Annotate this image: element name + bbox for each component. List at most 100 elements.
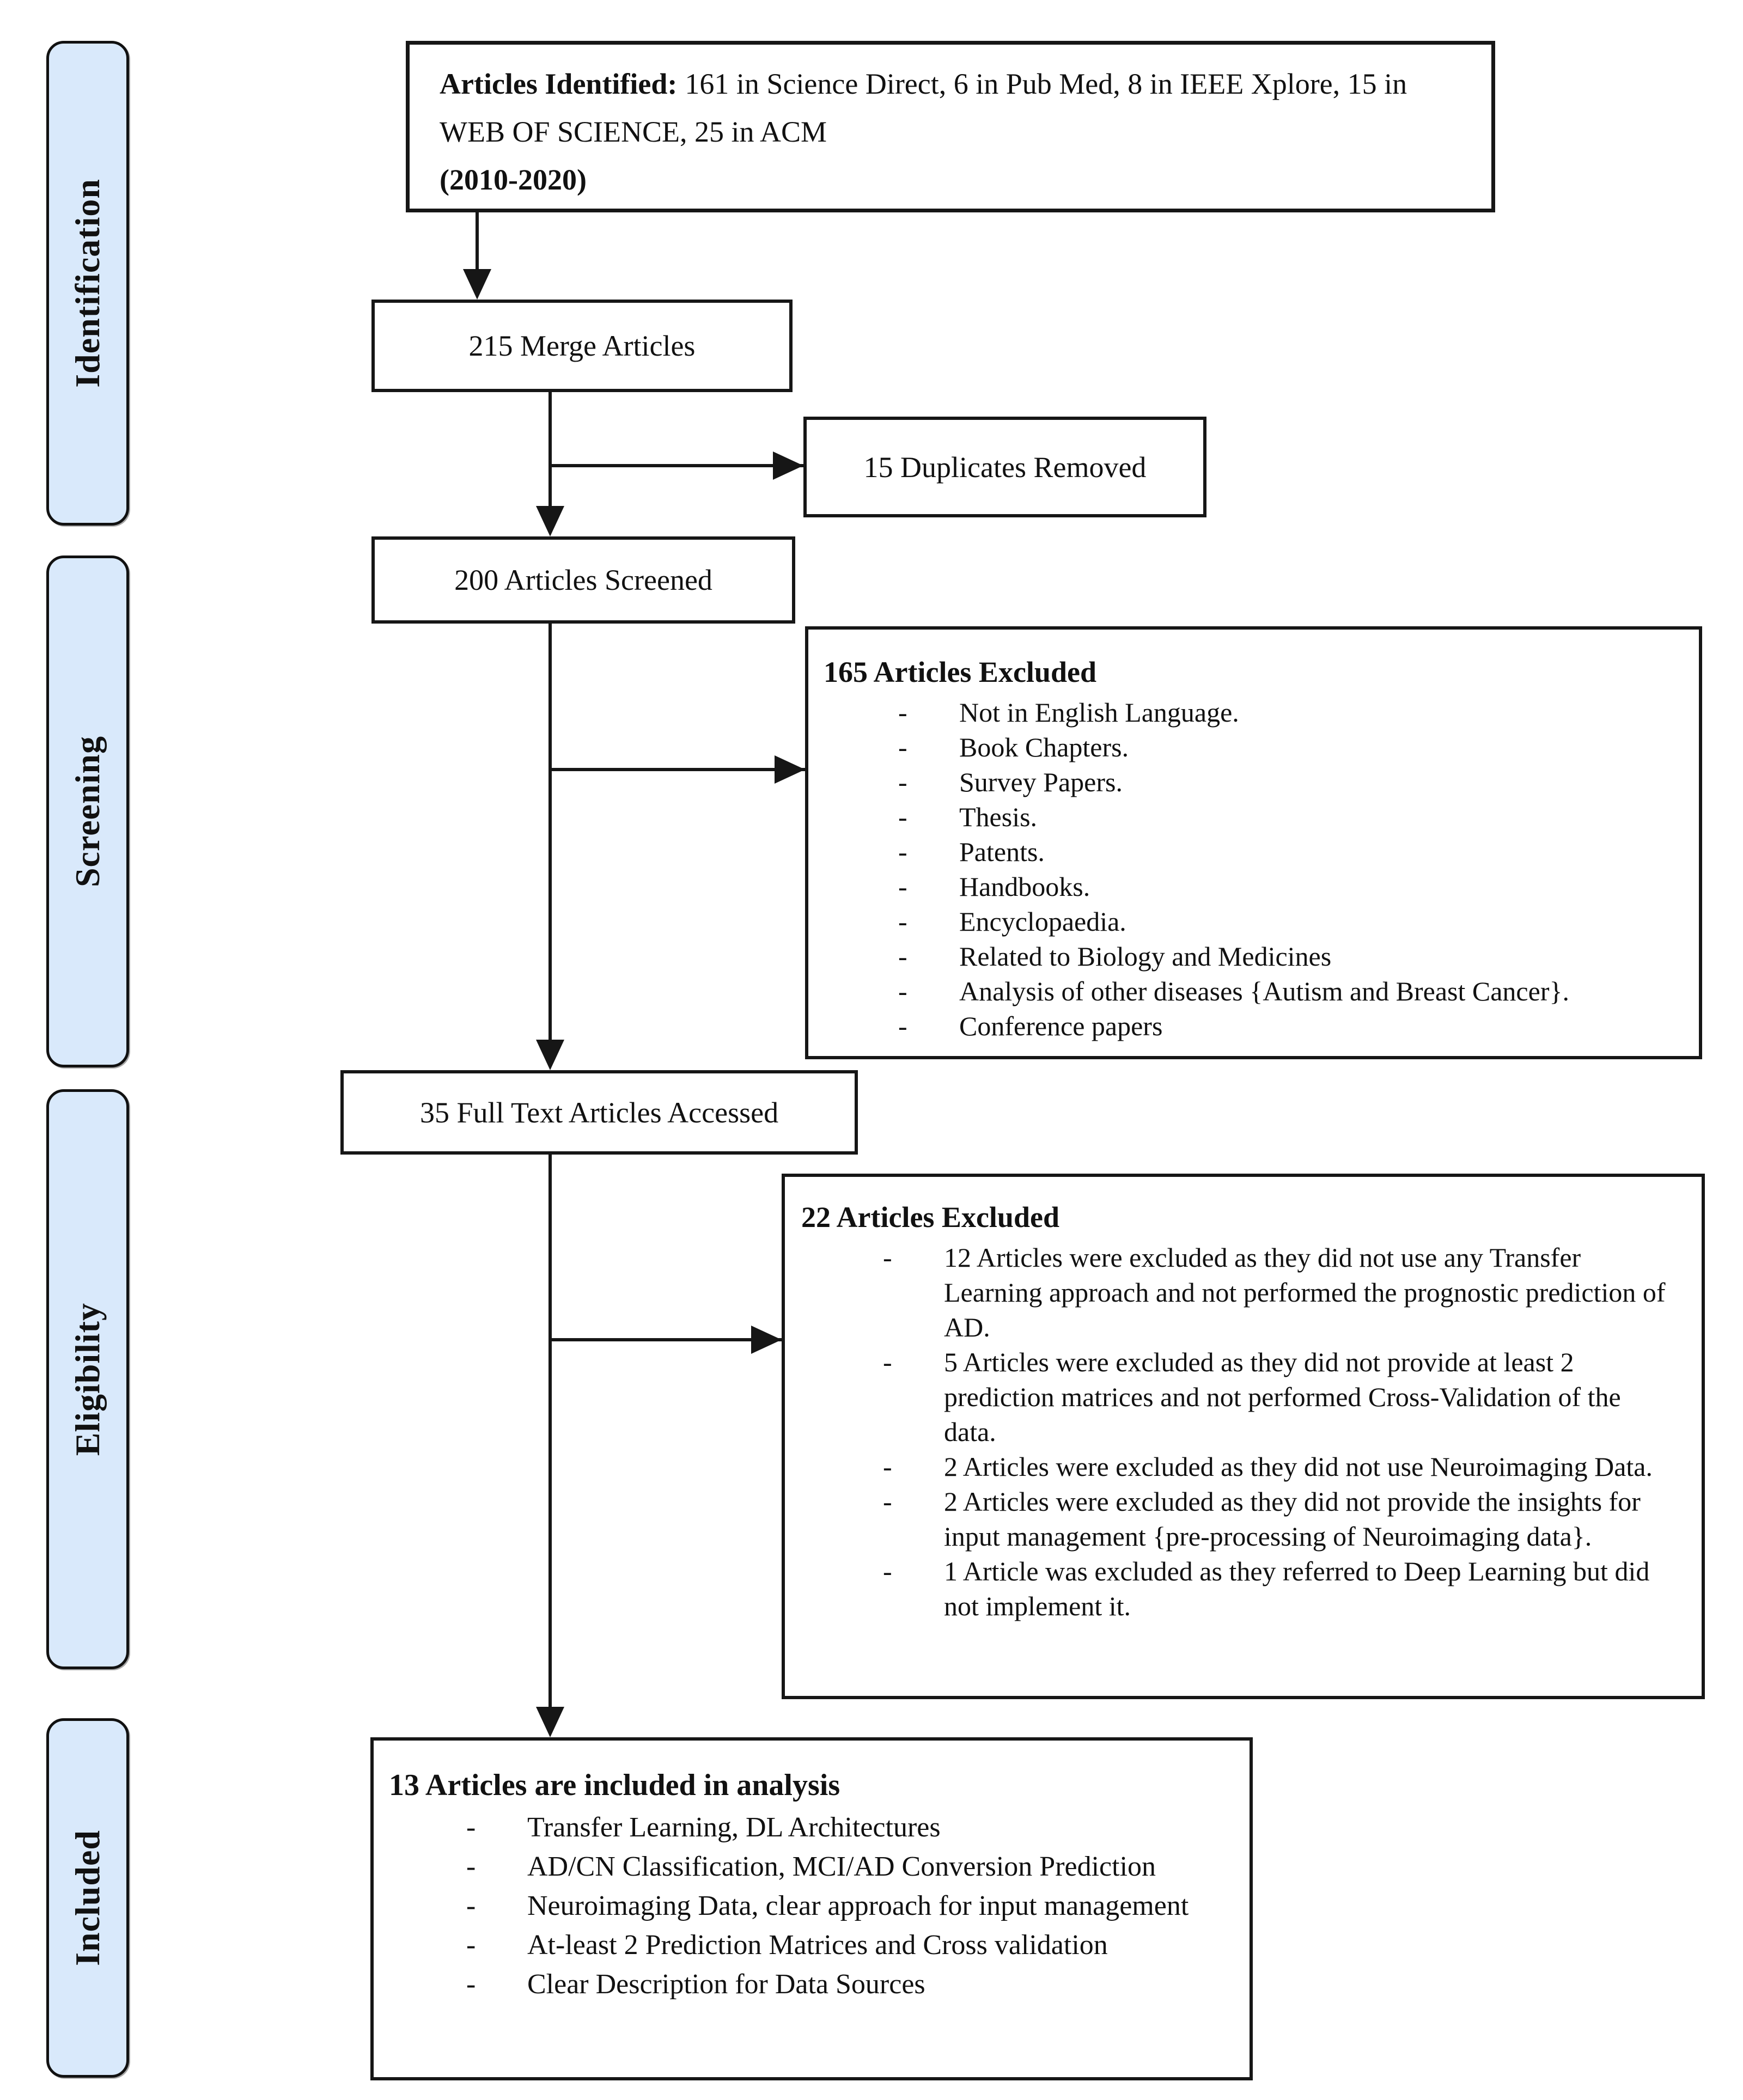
list-item-text: Not in English Language. — [959, 697, 1239, 728]
list-item-text: 2 Articles were excluded as they did not… — [944, 1451, 1653, 1482]
dash-bullet: - — [898, 906, 907, 937]
excluded-165-title: 165 Articles Excluded — [824, 656, 1096, 688]
list-item-text: Patents. — [959, 837, 1045, 867]
list-item: - Encyclopaedia. — [898, 904, 1683, 939]
list-item: - Neuroimaging Data, clear approach for i… — [466, 1887, 1228, 1926]
full-text-accessed-label: 35 Full Text Articles Accessed — [419, 1096, 779, 1129]
arrowhead-right-icon — [775, 755, 805, 784]
list-item: - Book Chapters. — [898, 730, 1683, 765]
list-item-text: Transfer Learning, DL Architectures — [527, 1812, 941, 1843]
list-item: - Handbooks. — [898, 869, 1683, 904]
list-item: -12 Articles were excluded as they did n… — [883, 1240, 1677, 1345]
dash-bullet: - — [883, 1486, 892, 1517]
list-item: - Analysis of other diseases {Autism and … — [898, 974, 1683, 1009]
list-item: - Transfer Learning, DL Architectures — [466, 1808, 1228, 1847]
dash-bullet: - — [466, 1890, 476, 1921]
included-analysis-box: 13 Articles are included in analysis - Tr… — [370, 1737, 1253, 2080]
list-item-text: Thesis. — [959, 802, 1038, 832]
dash-bullet: - — [898, 976, 907, 1006]
articles-identified-box: Articles Identified:161 in Science Direc… — [406, 41, 1495, 212]
list-item-text: 5 Articles were excluded as they did not… — [944, 1347, 1621, 1447]
dash-bullet: - — [466, 1969, 476, 2000]
list-item: - 2 Articles were excluded as they did no… — [883, 1449, 1677, 1484]
list-item-text: Conference papers — [959, 1011, 1163, 1041]
stage-eligibility: Eligibility — [46, 1089, 129, 1669]
articles-identified-years: (2010-2020) — [440, 163, 587, 196]
articles-screened-box: 200 Articles Screened — [371, 536, 795, 624]
arrowhead-right-icon — [773, 451, 803, 480]
list-item: - At-least 2 Prediction Matrices and Cros… — [466, 1926, 1228, 1965]
merged-articles-box: 215 Merge Articles — [371, 300, 793, 392]
dash-bullet: - — [883, 1347, 892, 1377]
excluded-22-box: 22 Articles Excluded - 12 Articles were e… — [782, 1174, 1705, 1699]
duplicates-removed-label: 15 Duplicates Removed — [863, 450, 1147, 484]
list-item: - Survey Papers. — [898, 765, 1683, 799]
stage-label: Screening — [68, 735, 107, 888]
list-item-text: 2 Articles were excluded as they did not… — [944, 1486, 1641, 1552]
list-item: - Clear Description for Data Sources — [466, 1965, 1228, 2004]
arrowhead-right-icon — [751, 1326, 782, 1354]
list-item: - 1 Article was excluded as they referred… — [883, 1554, 1677, 1623]
arrowhead-down-icon — [536, 1707, 564, 1737]
arrow-branch-to-excluded22 — [550, 1338, 782, 1341]
dash-bullet: - — [898, 732, 907, 762]
list-item-text: 12 Articles were excluded as they did no… — [944, 1242, 1666, 1342]
dash-bullet: - — [898, 1011, 907, 1041]
list-item: -AD/CN Classification, MCI/AD Conversion… — [466, 1847, 1228, 1887]
list-item-text: 1 Article was excluded as they referred … — [944, 1556, 1650, 1621]
excluded-22-title: 22 Articles Excluded — [801, 1201, 1059, 1234]
arrowhead-down-icon — [463, 269, 491, 300]
included-analysis-list: - Transfer Learning, DL Architectures -AD… — [389, 1808, 1228, 2004]
dash-bullet: - — [898, 697, 907, 728]
arrow-merged-to-screened — [549, 392, 552, 515]
list-item-text: Clear Description for Data Sources — [527, 1969, 925, 2000]
dash-bullet: - — [898, 802, 907, 832]
stage-label: Identification — [68, 179, 107, 388]
dash-bullet: - — [898, 871, 907, 902]
list-item-text: Book Chapters. — [959, 732, 1129, 762]
arrow-fulltext-to-included — [549, 1155, 552, 1716]
arrow-branch-to-duplicates — [550, 464, 803, 467]
list-item: - 5 Articles were excluded as they did no… — [883, 1345, 1677, 1449]
arrow-branch-to-excluded165 — [550, 768, 805, 771]
articles-identified-label: Articles Identified: — [440, 68, 678, 100]
stage-label: Included — [68, 1830, 107, 1966]
stage-included: Included — [46, 1718, 129, 2078]
stage-label: Eligibility — [68, 1302, 107, 1456]
list-item-text: Encyclopaedia. — [959, 906, 1126, 937]
list-item: - 2 Articles were excluded as they did no… — [883, 1484, 1677, 1554]
list-item-text: Related to Biology and Medicines — [959, 941, 1332, 972]
list-item: - Thesis. — [898, 799, 1683, 834]
list-item-text: Handbooks. — [959, 871, 1090, 902]
dash-bullet: - — [466, 1930, 476, 1961]
stage-screening: Screening — [46, 555, 129, 1067]
articles-identified-sources: 161 in Science Direct, 6 in Pub Med, 8 i… — [440, 68, 1407, 148]
dash-bullet: - — [883, 1556, 892, 1586]
dash-bullet: - — [898, 837, 907, 867]
dash-bullet: - — [898, 941, 907, 972]
arrowhead-down-icon — [536, 506, 564, 536]
included-analysis-title: 13 Articles are included in analysis — [389, 1768, 840, 1802]
merged-articles-label: 215 Merge Articles — [468, 329, 696, 362]
list-item: - Patents. — [898, 834, 1683, 869]
duplicates-removed-box: 15 Duplicates Removed — [803, 417, 1206, 517]
list-item-text: Analysis of other diseases {Autism and B… — [959, 976, 1569, 1006]
articles-screened-label: 200 Articles Screened — [454, 564, 712, 596]
dash-bullet: - — [883, 1451, 892, 1482]
arrow-screened-to-fulltext — [549, 624, 552, 1048]
dash-bullet: - — [466, 1812, 476, 1843]
excluded-22-list: - 12 Articles were excluded as they did n… — [801, 1240, 1677, 1623]
list-item-text: At-least 2 Prediction Matrices and Cross… — [527, 1930, 1108, 1961]
arrow-identified-to-merged — [476, 212, 479, 277]
excluded-165-box: 165 Articles Excluded - Not in English La… — [805, 626, 1702, 1059]
list-item-text: Survey Papers. — [959, 767, 1123, 797]
full-text-accessed-box: 35 Full Text Articles Accessed — [340, 1070, 858, 1155]
articles-identified-text: Articles Identified:161 in Science Direc… — [440, 60, 1461, 156]
list-item-text: Neuroimaging Data, clear approach for in… — [527, 1890, 1189, 1921]
arrowhead-down-icon — [536, 1040, 564, 1070]
dash-bullet: - — [898, 767, 907, 797]
list-item: - Related to Biology and Medicines — [898, 939, 1683, 974]
excluded-165-list: - Not in English Language. - Book Chapters… — [824, 695, 1683, 1043]
dash-bullet: - — [466, 1851, 476, 1882]
